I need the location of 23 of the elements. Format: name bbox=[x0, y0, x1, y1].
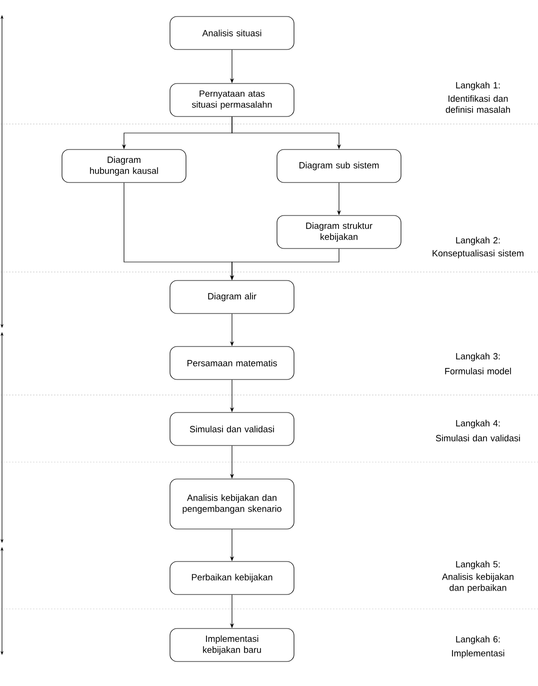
step-label: Simulasi dan validasi bbox=[436, 434, 520, 442]
process-box: Pernyataan atas situasi permasalahn bbox=[170, 83, 294, 117]
process-box: Analisis situasi bbox=[170, 16, 294, 50]
step-label: Langkah 4: bbox=[456, 420, 500, 428]
step-label: Analisis kebijakan dan perbaikan bbox=[442, 573, 514, 593]
step-label: Formulasi model bbox=[445, 368, 511, 374]
process-box: Analisis kebijakan dan pengembangan skenario bbox=[170, 478, 294, 530]
step-label: Langkah 2: bbox=[456, 236, 500, 246]
process-box: Implementasi kebijakan baru bbox=[170, 628, 294, 662]
step-label: Identifikasi dan definisi masalah bbox=[446, 95, 510, 113]
process-box: Diagram struktur kebijakan bbox=[276, 215, 402, 249]
process-box: Diagram sub sistem bbox=[276, 149, 402, 183]
process-box: Diagram alir bbox=[170, 280, 294, 314]
process-box: Diagram hubungan kausal bbox=[62, 149, 186, 183]
process-box: Perbaikan kebijakan bbox=[170, 561, 294, 595]
step-label: Langkah 5: bbox=[456, 560, 500, 570]
process-box: Simulasi dan validasi bbox=[170, 412, 294, 446]
step-label: Konseptualisasi sistem bbox=[432, 250, 524, 258]
step-label: Implementasi bbox=[452, 650, 504, 658]
step-label: Langkah 6: bbox=[456, 636, 500, 644]
step-label: Langkah 1: bbox=[456, 82, 500, 90]
step-label: Langkah 3: bbox=[456, 352, 500, 362]
process-box: Persamaan matematis bbox=[170, 346, 294, 380]
